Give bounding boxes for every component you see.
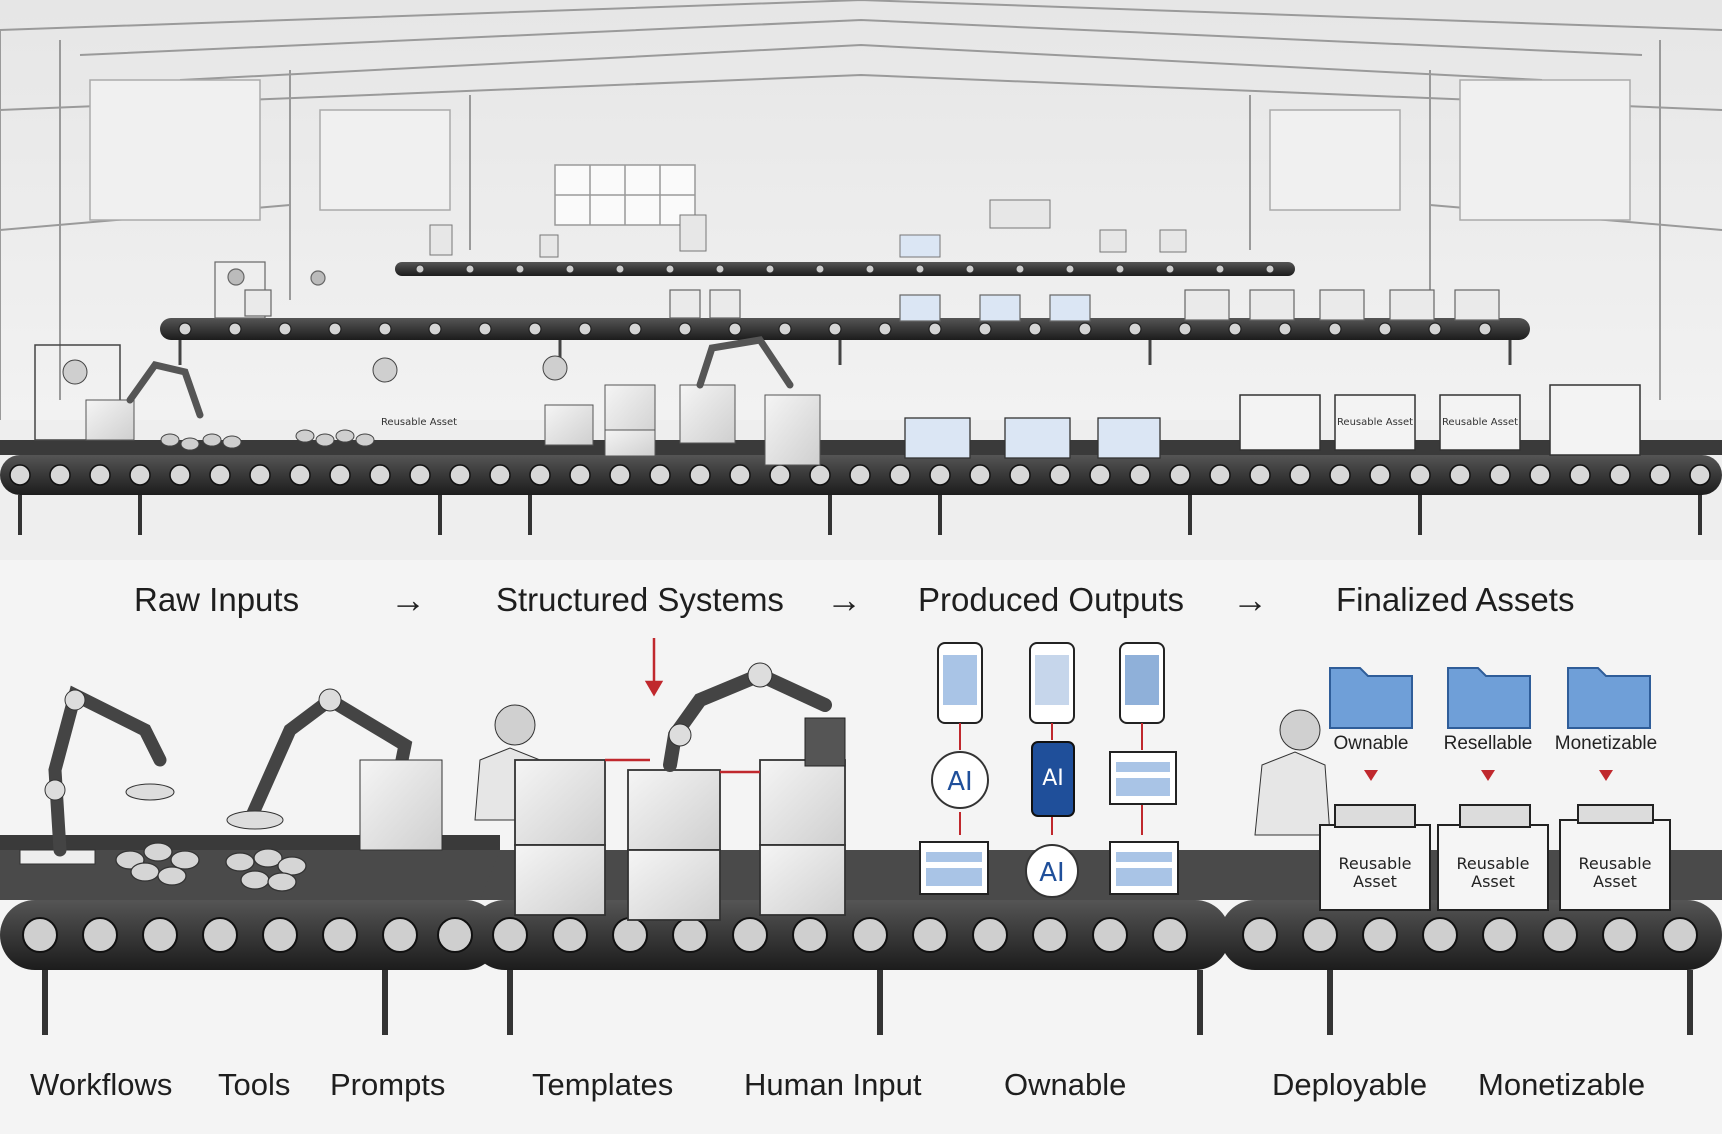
middle-box-label-2: Reusable Asset bbox=[1337, 417, 1413, 428]
label-workflows: Workflows bbox=[30, 1058, 172, 1112]
box-label-1: Reusable Asset bbox=[1330, 855, 1420, 891]
label-prompts: Prompts bbox=[330, 1058, 445, 1112]
stage-raw-inputs: Raw Inputs bbox=[134, 572, 299, 628]
label-tools: Tools bbox=[218, 1058, 290, 1112]
down-arrows bbox=[1364, 770, 1613, 781]
robot-arm-icon bbox=[669, 663, 845, 766]
box-label-2: Reusable Asset bbox=[1448, 855, 1538, 891]
bottom-labels: Workflows Tools Prompts Templates Human … bbox=[0, 1058, 1722, 1112]
phone-icon bbox=[938, 643, 1164, 723]
red-flow-arrow bbox=[605, 638, 760, 772]
folder-icon bbox=[1330, 668, 1650, 728]
middle-box-label-3: Reusable Asset bbox=[1442, 417, 1518, 428]
worker-icon bbox=[1255, 710, 1330, 835]
ai-badge-label-3: AI bbox=[1039, 858, 1064, 888]
stage-produced-outputs: Produced Outputs bbox=[918, 572, 1184, 628]
box-label-3: Reusable Asset bbox=[1570, 855, 1660, 891]
label-deployable: Deployable bbox=[1272, 1058, 1427, 1112]
label-ownable: Ownable bbox=[1004, 1058, 1126, 1112]
folder-label-ownable: Ownable bbox=[1334, 733, 1409, 755]
stage-flow: Raw Inputs → Structured Systems → Produc… bbox=[0, 572, 1722, 628]
ai-badge-label-2: AI bbox=[1042, 766, 1064, 791]
ai-badge-label-1: AI bbox=[947, 767, 972, 797]
stage-arrow-2: → bbox=[826, 572, 862, 628]
label-templates: Templates bbox=[532, 1058, 673, 1112]
folder-label-resellable: Resellable bbox=[1444, 733, 1533, 755]
robot-arm-icon bbox=[227, 689, 442, 850]
stage-finalized-assets: Finalized Assets bbox=[1336, 572, 1574, 628]
stage-arrow-1: → bbox=[390, 572, 426, 628]
crate-icon bbox=[515, 760, 845, 920]
stage-arrow-3: → bbox=[1232, 572, 1268, 628]
stage-structured-systems: Structured Systems bbox=[496, 572, 784, 628]
label-human-input: Human Input bbox=[744, 1058, 922, 1112]
label-monetizable: Monetizable bbox=[1478, 1058, 1645, 1112]
folder-label-monetizable: Monetizable bbox=[1555, 733, 1657, 755]
middle-box-label-1: Reusable Asset bbox=[381, 417, 457, 428]
